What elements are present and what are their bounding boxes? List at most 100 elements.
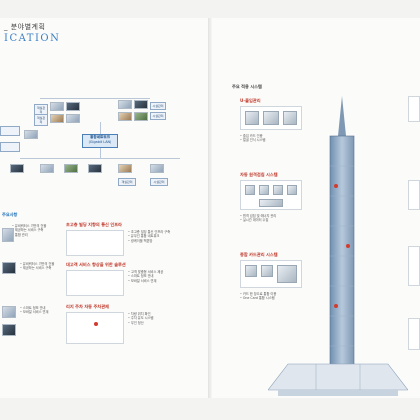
podium-roof xyxy=(268,363,408,391)
integrated-network-node: 통합네트워크 (Gigabit LAN) xyxy=(82,134,118,148)
page-title-korean: _ 분야별계획 xyxy=(4,23,46,31)
section-title: 종합 카드관리 시스템 xyxy=(240,252,278,257)
network-sublabel: (Gigabit LAN) xyxy=(88,140,112,144)
bullet-item: 카드 한 장으로 통합 이용 xyxy=(240,292,276,296)
device-image xyxy=(263,111,279,125)
device-image xyxy=(287,185,297,195)
diagram-node xyxy=(0,126,20,136)
bullet-item: 주차 유도 시스템 xyxy=(128,316,154,320)
tower-spire xyxy=(338,96,346,136)
diagram-node: 객실관리 xyxy=(34,114,48,126)
service-thumbnail xyxy=(24,130,38,139)
network-diagram: 객실관리 객실관리 시설관리 시설관리 통합네트워크 (Gigabit LAN)… xyxy=(0,92,200,202)
section-image xyxy=(2,262,16,274)
service-thumbnail xyxy=(50,102,64,111)
service-thumbnail xyxy=(118,100,132,109)
metering-diagram xyxy=(240,180,302,210)
podium-base xyxy=(278,390,398,396)
tower-marker xyxy=(334,184,338,188)
device-image xyxy=(259,199,283,207)
tower-floor-lines xyxy=(330,165,354,347)
edge-card xyxy=(408,318,420,350)
bullet-item: 스마트 정보 안내 xyxy=(20,306,48,310)
bullet-item: 실시간 데이터 수집 xyxy=(240,218,276,222)
service-thumbnail xyxy=(40,164,54,173)
section-title: 주요사항 xyxy=(2,212,18,217)
section-image xyxy=(2,306,16,318)
edge-card xyxy=(408,246,420,286)
bullet-item: 출입 카드 인증 xyxy=(240,134,265,138)
section-title: 리지 주차 자동 주차관제 xyxy=(66,304,109,309)
bullet-item: 고객 맞춤형 서비스 제공 xyxy=(128,270,163,274)
section-title: 주요 적용 시스템 xyxy=(232,84,262,89)
podium-illustration xyxy=(268,363,408,396)
device-image xyxy=(245,185,255,195)
section-title: 자동 원격검침 시스템 xyxy=(240,172,278,177)
device-image xyxy=(259,185,269,195)
diagram-node: 시설관리 xyxy=(150,112,166,120)
network-label: 통합네트워크 xyxy=(90,135,110,139)
service-thumbnail xyxy=(64,164,78,173)
service-thumbnail xyxy=(134,100,148,109)
access-control-image xyxy=(240,106,302,130)
page-gutter xyxy=(208,18,212,398)
section-customer-service: 대고객 서비스 향상을 위한 솔루션 고객 맞춤형 서비스 제공 스마트 정보 … xyxy=(66,262,163,296)
section-title: 초고층 빌딩 지향의 통신 인프라 xyxy=(66,222,122,227)
section-infrastructure: 초고층 빌딩 지향의 통신 인프라 초고층 빌딩 통신 인프라 구축 유무선 통… xyxy=(66,222,170,256)
bullet-item: 유비쿼터스 기반의 건물 xyxy=(12,224,46,228)
page-title-block: _ 분야별계획 ICATION xyxy=(4,22,60,44)
bullet-item: 무인 정산 xyxy=(128,321,153,325)
bullet-item: 광케이블 백본망 xyxy=(128,239,170,243)
device-image xyxy=(245,111,259,125)
edge-card xyxy=(408,96,420,122)
bullet-item: 모바일 서비스 연계 xyxy=(128,279,163,283)
section-title: 대고객 서비스 향상을 위한 솔루션 xyxy=(66,262,126,267)
device-image xyxy=(277,265,297,283)
device-image xyxy=(273,185,283,195)
section-card-management: 종합 카드관리 시스템 카드 한 장으로 통합 이용 One Card 통합 시… xyxy=(240,252,302,300)
diagram-line xyxy=(100,148,101,158)
device-image xyxy=(261,265,273,277)
diagram-node: 객실관리 xyxy=(118,178,136,186)
bullet-item: 유무선 통합 네트워크 xyxy=(128,234,170,238)
service-thumbnail xyxy=(10,164,24,173)
edge-card xyxy=(408,180,420,210)
service-thumbnail xyxy=(66,114,80,123)
tower-marker xyxy=(346,244,350,248)
bullet-item: 초고층 빌딩 통신 인프라 구축 xyxy=(128,230,170,234)
service-thumbnail xyxy=(118,164,132,173)
parking-diagram xyxy=(66,312,124,344)
bullet-item: 모바일 서비스 연계 xyxy=(20,310,49,314)
diagram-node: 시설관리 xyxy=(150,178,168,186)
service-thumbnail xyxy=(66,102,80,111)
bullet-item: 스마트 정보 안내 xyxy=(128,274,163,278)
section-title: U-출입관리 xyxy=(240,98,261,103)
parking-marker xyxy=(94,322,98,326)
bullet-item: One Card 통합 시스템 xyxy=(240,296,276,300)
bullet-item: 얼굴 인식 시스템 xyxy=(240,138,266,142)
service-thumbnail xyxy=(150,164,164,173)
diagram-line xyxy=(40,98,150,99)
section-image xyxy=(2,228,14,242)
tower-body xyxy=(329,135,355,387)
service-thumbnail xyxy=(118,112,132,121)
device-image xyxy=(245,265,257,277)
service-diagram xyxy=(66,270,124,296)
bullet-item: 통합 관리 xyxy=(12,233,46,237)
bullet-item: 차량 위치 확인 xyxy=(128,312,153,316)
card-system-image xyxy=(240,260,302,288)
bullet-item: 제공하는 서비스 구축 xyxy=(20,266,54,270)
page-title-english: ICATION xyxy=(4,33,61,44)
section-access-control: U-출입관리 출입 카드 인증 얼굴 인식 시스템 xyxy=(240,98,302,142)
diagram-line xyxy=(100,122,101,134)
section-image xyxy=(2,324,16,336)
service-thumbnail xyxy=(88,164,102,173)
section-parking: 리지 주차 자동 주차관제 차량 위치 확인 주차 유도 시스템 무인 정산 xyxy=(66,304,153,344)
section-main-features: 주요사항 유비쿼터스 기반의 건물 제공하는 서비스 구축 통합 관리 xyxy=(2,212,46,242)
diagram-node: 시설관리 xyxy=(150,102,166,110)
diagram-line xyxy=(20,158,180,159)
tower-illustration xyxy=(329,96,355,387)
service-thumbnail xyxy=(50,114,64,123)
right-main-title: 주요 적용 시스템 xyxy=(232,84,262,90)
tower-marker xyxy=(334,304,338,308)
